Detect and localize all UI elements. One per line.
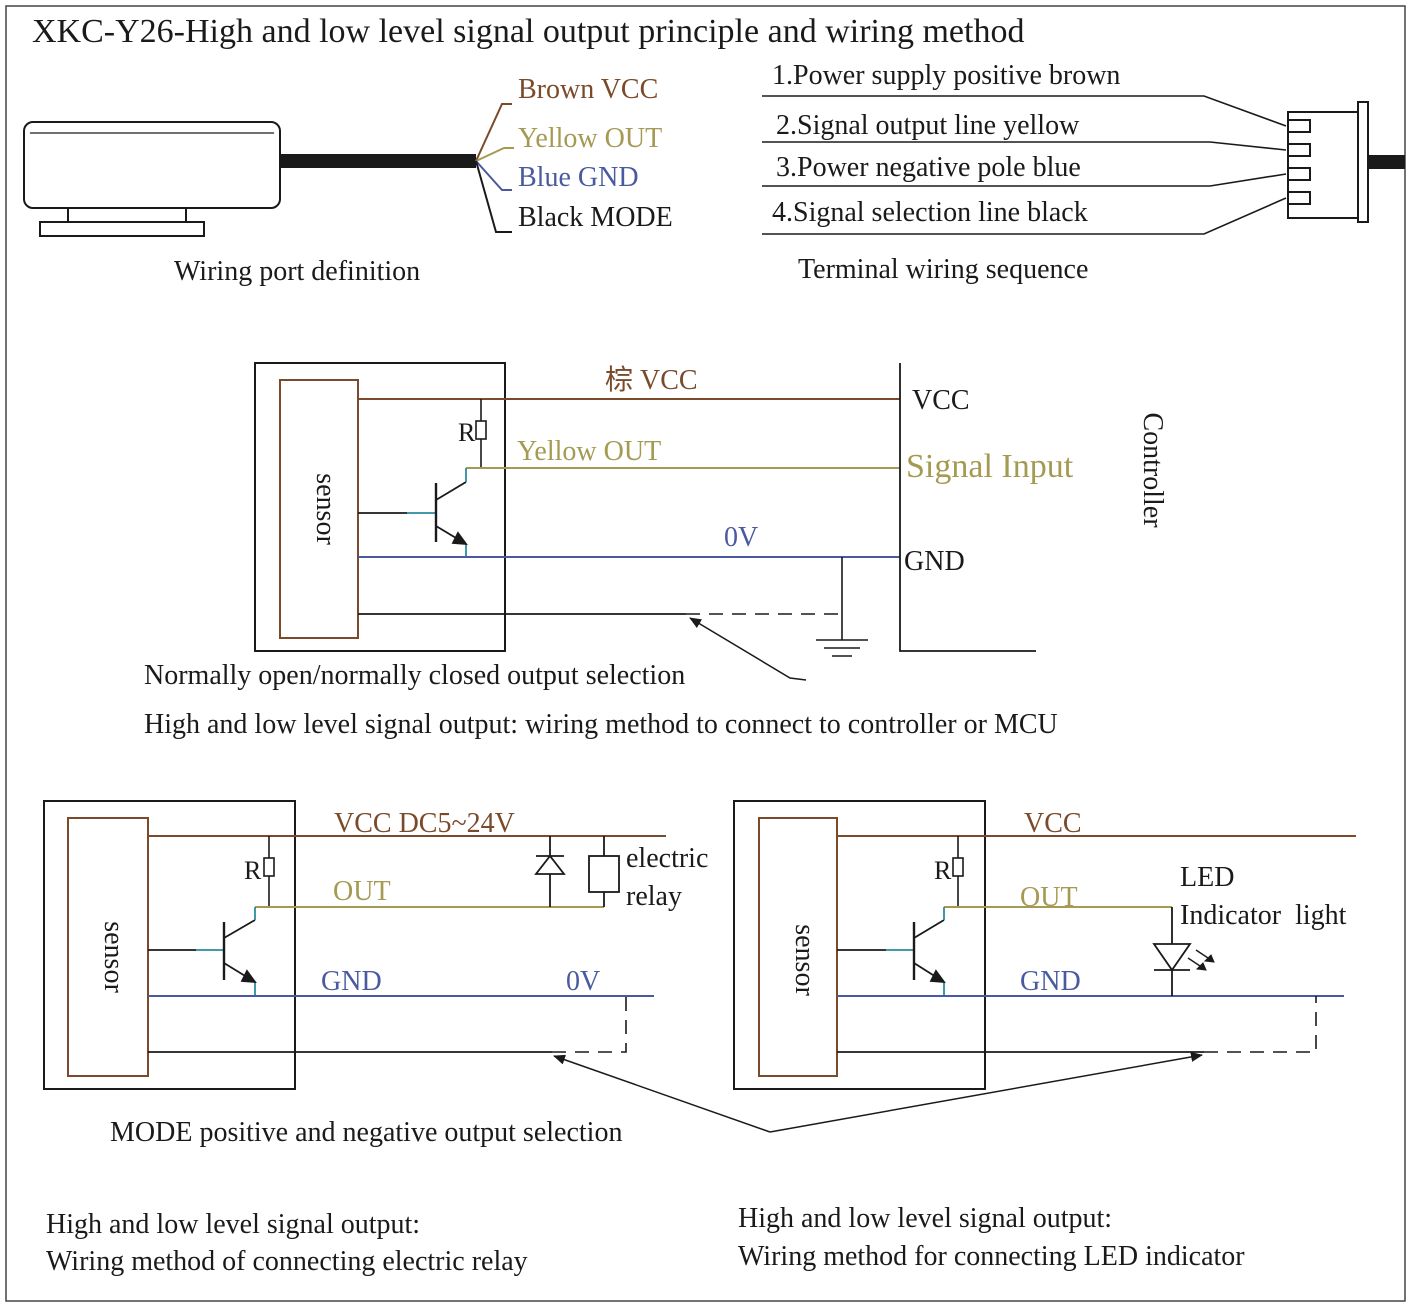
led-label-line2: Indicator light (1180, 900, 1347, 931)
terminal-line-2: 2.Signal output line yellow (776, 110, 1080, 141)
terminal-line-4: 4.Signal selection line black (772, 197, 1088, 228)
relay-vcc-label: VCC DC5~24V (334, 808, 515, 839)
relay-sensor-block (67, 817, 149, 1077)
controller-vcc-label: VCC (912, 385, 970, 416)
zero-v-label: 0V (724, 522, 758, 553)
terminal-connector (1287, 101, 1369, 223)
relay-out-label: OUT (333, 876, 391, 907)
sensor-body-illustration (23, 121, 281, 237)
led-sensor-module-box (733, 800, 986, 1090)
led-resistor-icon (952, 857, 964, 877)
controller-bracket (899, 363, 1036, 652)
relay-zero-v-label: 0V (566, 966, 600, 997)
ground-icon (816, 557, 868, 657)
controller-caption: High and low level signal output: wiring… (144, 709, 1058, 740)
mode-pointer-left (553, 1054, 771, 1133)
relay-caption-line1: High and low level signal output: (46, 1209, 420, 1240)
wiring-port-caption: Wiring port definition (174, 256, 420, 287)
relay-resistor-icon (263, 857, 275, 877)
wire-label-yellow: Yellow OUT (518, 123, 662, 154)
wire-fan (475, 103, 514, 233)
mode-selection-label: MODE positive and negative output select… (110, 1117, 622, 1148)
sensor-label: sensor (310, 473, 341, 545)
signal-input-label: Signal Input (906, 448, 1074, 485)
led-caption-line1: High and low level signal output: (738, 1203, 1112, 1234)
outer-frame (5, 5, 1406, 1302)
relay-label-line1: electric (626, 843, 708, 874)
controller-gnd-label: GND (904, 546, 965, 577)
led-out-label: OUT (1020, 882, 1078, 913)
transistor-icon (358, 468, 468, 557)
led-label-line1: LED (1180, 862, 1234, 893)
sensor-module-box (254, 362, 506, 652)
led-resistor-label: R (934, 856, 952, 885)
wire-label-black: Black MODE (518, 202, 673, 233)
wire-label-blue: Blue GND (518, 162, 639, 193)
led-gnd-label: GND (1020, 966, 1081, 997)
resistor-label: R (458, 418, 476, 447)
led-icon (1152, 907, 1215, 996)
relay-mode-dashed (552, 996, 627, 1053)
terminal-caption: Terminal wiring sequence (798, 254, 1088, 285)
relay-caption-line2: Wiring method of connecting electric rel… (46, 1246, 528, 1277)
flyback-diode-icon (534, 836, 566, 907)
terminal-lines (762, 95, 1287, 235)
controller-label: Controller (1137, 412, 1168, 528)
wire-label-brown: Brown VCC (518, 74, 658, 105)
led-sensor-block (758, 817, 838, 1077)
led-vcc-label: VCC (1024, 808, 1082, 839)
relay-coil-icon (588, 836, 620, 907)
led-caption-line2: Wiring method for connecting LED indicat… (738, 1241, 1245, 1272)
out-wire-label: Yellow OUT (517, 436, 661, 467)
relay-label-line2: relay (626, 881, 682, 912)
mode-pointer-right (769, 1052, 1203, 1133)
selection-pointer (689, 617, 807, 681)
relay-sensor-module-box (43, 800, 296, 1090)
sensor-block (279, 379, 359, 639)
relay-resistor-label: R (244, 856, 262, 885)
selection-note: Normally open/normally closed output sel… (144, 660, 685, 691)
vcc-wire-label: 棕 VCC (605, 364, 698, 396)
led-sensor-label: sensor (789, 924, 820, 996)
page-title: XKC-Y26-High and low level signal output… (32, 13, 1024, 50)
relay-gnd-label: GND (321, 966, 382, 997)
relay-transistor-icon (148, 907, 257, 996)
terminal-line-3: 3.Power negative pole blue (776, 152, 1081, 183)
resistor-icon (475, 420, 487, 440)
relay-sensor-label: sensor (98, 921, 129, 993)
led-transistor-icon (837, 907, 946, 996)
terminal-line-1: 1.Power supply positive brown (772, 60, 1120, 91)
led-mode-dashed (1204, 996, 1317, 1053)
